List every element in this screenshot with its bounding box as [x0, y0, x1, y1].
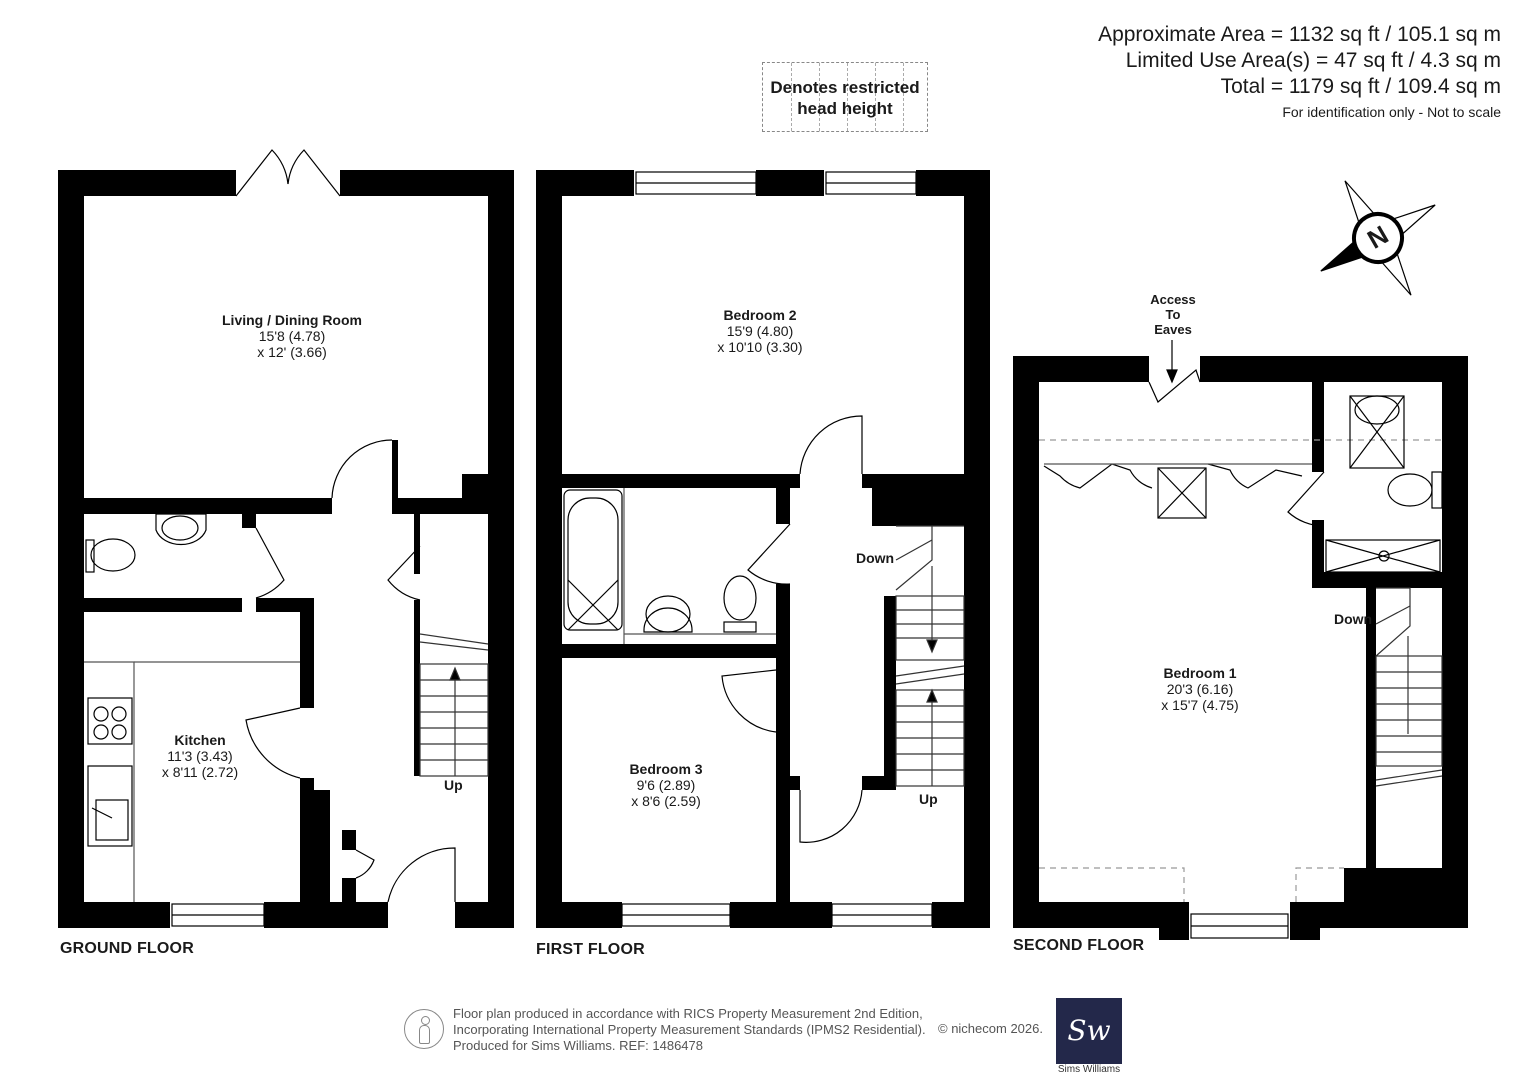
stair-down-label: Down — [1334, 611, 1373, 627]
legend-line-1: Denotes restricted — [770, 78, 920, 97]
bath-icon — [563, 489, 623, 631]
ground-floor-plan — [58, 170, 514, 928]
toilet-icon — [723, 575, 757, 621]
room-dimension: 11'3 (3.43) — [167, 748, 233, 764]
toilet-icon — [90, 538, 136, 572]
shower-icon — [1325, 539, 1441, 573]
room-name: Kitchen — [174, 732, 226, 748]
room-name: Bedroom 1 — [1163, 665, 1237, 681]
toilet-icon — [1387, 473, 1433, 507]
room-dimension: 15'9 (4.80) — [726, 323, 794, 339]
logo-name: Sims Williams — [1057, 1064, 1121, 1075]
door-swing-icon — [255, 527, 285, 599]
room-kitchen: Kitchen 11'3 (3.43) x 8'11 (2.72) — [140, 732, 260, 780]
first-floor-label: FIRST FLOOR — [536, 941, 645, 958]
room-bedroom-3: Bedroom 3 9'6 (2.89) x 8'6 (2.59) — [606, 761, 726, 809]
staircase — [419, 633, 489, 777]
person-icon — [404, 1009, 444, 1049]
stair-down-label: Down — [856, 550, 895, 566]
staircase — [1375, 587, 1443, 787]
door-swing-icon — [1148, 368, 1201, 403]
footer-disclaimer: Floor plan produced in accordance with R… — [453, 1006, 926, 1054]
copyright-notice: © nichecom 2026. — [938, 1021, 1043, 1036]
access-to-eaves-label: Access To Eaves — [1134, 292, 1212, 337]
door-swing-icon — [1043, 463, 1153, 489]
total-area: Total = 1179 sq ft / 109.4 sq m — [1220, 75, 1501, 98]
legend-line-2: head height — [797, 99, 893, 118]
approximate-area: Approximate Area = 1132 sq ft / 105.1 sq… — [1098, 23, 1501, 46]
door-swing-icon — [747, 523, 791, 585]
door-swing-icon — [287, 149, 341, 197]
footer-line: Produced for Sims Williams. REF: 1486478 — [453, 1038, 703, 1053]
door-swing-icon — [245, 707, 301, 779]
hob-icon — [87, 697, 133, 745]
door-swing-icon — [799, 415, 863, 475]
compass-icon — [1320, 180, 1436, 296]
stair-up-label: Up — [919, 791, 938, 807]
room-dimension: 9'6 (2.89) — [636, 777, 696, 793]
room-name: Bedroom 2 — [723, 307, 797, 323]
room-bedroom-2: Bedroom 2 15'9 (4.80) x 10'10 (3.30) — [690, 307, 830, 355]
room-dimension: x 8'6 (2.59) — [631, 793, 701, 809]
sink-icon — [87, 765, 133, 847]
room-bedroom-1: Bedroom 1 20'3 (6.16) x 15'7 (4.75) — [1130, 665, 1270, 713]
room-dimension: 20'3 (6.16) — [1166, 681, 1234, 697]
eaves-line: Eaves — [1154, 322, 1192, 337]
staircase — [895, 525, 965, 787]
basin-icon — [643, 607, 693, 633]
first-floor-details — [563, 171, 965, 927]
room-dimension: x 15'7 (4.75) — [1161, 697, 1239, 713]
eaves-line: To — [1165, 307, 1181, 322]
room-name: Living / Dining Room — [222, 312, 362, 328]
ground-floor-label: GROUND FLOOR — [60, 940, 194, 957]
second-floor-plan — [1013, 356, 1468, 940]
ground-floor-details — [84, 149, 489, 927]
footer-line: Incorporating International Property Mea… — [453, 1022, 926, 1037]
room-dimension: 15'8 (4.78) — [258, 328, 326, 344]
stair-up-label: Up — [444, 777, 463, 793]
room-name: Bedroom 3 — [629, 761, 703, 777]
first-floor-plan — [536, 170, 990, 928]
second-floor-details — [1039, 340, 1443, 939]
door-swing-icon — [331, 439, 393, 499]
skylight — [1157, 467, 1207, 519]
door-swing-icon — [387, 847, 456, 903]
basin-icon — [1354, 395, 1400, 425]
eaves-line: Access — [1150, 292, 1196, 307]
door-swing-icon — [355, 849, 375, 879]
room-dimension: x 10'10 (3.30) — [717, 339, 803, 355]
room-living-dining: Living / Dining Room 15'8 (4.78) x 12' (… — [192, 312, 392, 360]
door-swing-icon — [1287, 471, 1325, 527]
footer-line: Floor plan produced in accordance with R… — [453, 1006, 923, 1021]
sims-williams-logo: Sw — [1056, 998, 1122, 1064]
identification-note: For identification only - Not to scale — [1282, 104, 1501, 120]
door-swing-icon — [235, 149, 289, 197]
second-floor-label: SECOND FLOOR — [1013, 937, 1145, 954]
limited-use-area: Limited Use Area(s) = 47 sq ft / 4.3 sq … — [1125, 49, 1501, 72]
door-swing-icon — [799, 789, 863, 843]
door-swing-icon — [721, 669, 777, 733]
basin-icon — [155, 513, 207, 546]
door-swing-icon — [1207, 463, 1303, 489]
room-dimension: x 8'11 (2.72) — [161, 764, 239, 780]
room-dimension: x 12' (3.66) — [257, 344, 327, 360]
restricted-head-height-legend: Denotes restricted head height — [762, 62, 928, 132]
door-swing-icon — [387, 545, 421, 601]
